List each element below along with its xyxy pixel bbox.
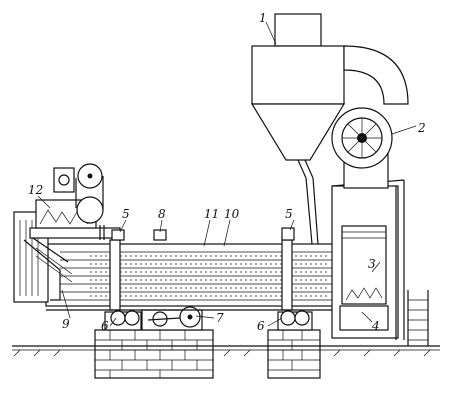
- callout-8: 8: [158, 207, 166, 221]
- leader-lines: [37, 21, 417, 327]
- callout-10: 10: [224, 207, 240, 221]
- callout-6a: 6: [101, 319, 109, 333]
- ground: [12, 345, 440, 357]
- drum-flanges: [111, 227, 295, 241]
- callout-3: 3: [368, 257, 376, 271]
- callout-5a: 5: [122, 207, 130, 221]
- callout-1: 1: [259, 11, 267, 25]
- callout-12: 12: [28, 183, 43, 197]
- ladder: [407, 290, 429, 346]
- callout-9: 9: [62, 317, 70, 331]
- feeder-unit: [35, 163, 105, 240]
- support-rollers: [104, 310, 313, 331]
- callout-11: 11: [204, 207, 219, 221]
- callout-6b: 6: [257, 319, 265, 333]
- drive-gear: [141, 306, 203, 331]
- foundation-left: [94, 329, 214, 379]
- rotating-drum: [45, 239, 337, 311]
- callout-2: 2: [417, 121, 426, 135]
- callout-labels: 1 2 3 4 5 5 6 6 7 8 9 10 11 12: [28, 11, 426, 333]
- callout-7: 7: [216, 311, 224, 325]
- hot-air-chamber: [331, 179, 405, 340]
- callout-4: 4: [371, 319, 380, 333]
- fan-assembly: [331, 45, 409, 189]
- callout-5b: 5: [285, 207, 293, 221]
- cyclone: [250, 13, 346, 245]
- foundation-right: [267, 329, 321, 379]
